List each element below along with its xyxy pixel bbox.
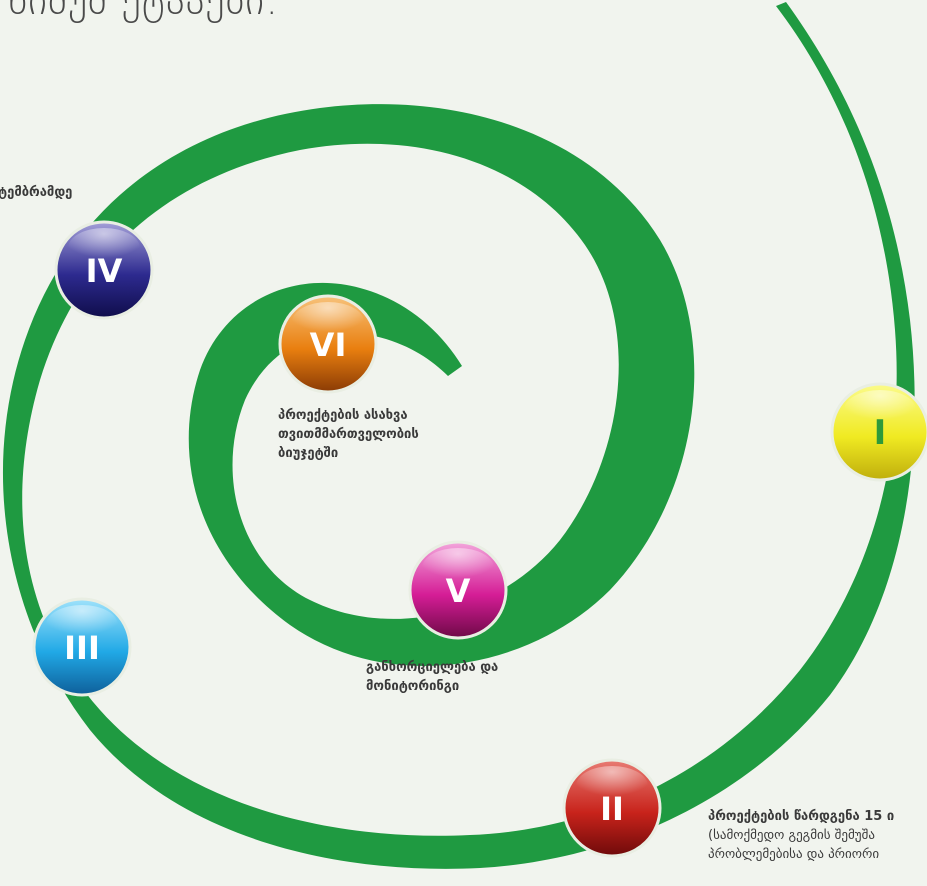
step-6-label-line-2: თვითმმართველობის [278,427,419,442]
spiral-band [2,2,915,869]
step-5-label: განხორციელება და მონიტორინგი [366,658,498,696]
step-6-label: პროექტების ასახვა თვითმმართველობის ბიუჯე… [278,406,419,463]
step-4-label-text: ტემბრამდე [0,185,73,200]
step-5-numeral: V [446,572,471,610]
step-5-label-line-1: განხორციელება და [366,660,499,675]
step-2-label: პროექტების წარდგენა 15 ი (სამოქმედო გეგმ… [708,807,894,864]
step-2-label-line-2: (სამოქმედო გეგმის შემუშა [708,828,875,843]
step-5-label-line-2: მონიტორინგი [366,679,460,694]
step-6-numeral: VI [310,326,347,364]
step-4-label: ტემბრამდე [0,183,72,202]
step-5-ball: V [408,540,508,640]
step-2-numeral: II [600,790,624,828]
step-6-ball: VI [278,294,378,394]
step-1-ball: I [830,382,927,482]
step-3-numeral: III [64,629,100,667]
step-3-ball: III [32,597,132,697]
step-4-ball: IV [54,220,154,320]
step-2-ball: II [562,758,662,858]
step-4-numeral: IV [86,252,123,290]
page-title: ნიმუშ ეტაპები: [8,0,280,24]
step-2-label-line-3: პრობლემებისა და პრიორი [708,847,880,862]
step-6-label-line-3: ბიუჯეტში [278,446,339,461]
step-1-numeral: I [874,413,887,453]
step-6-label-line-1: პროექტების ასახვა [278,408,408,423]
step-2-label-line-1: პროექტების წარდგენა 15 ი [708,809,895,824]
